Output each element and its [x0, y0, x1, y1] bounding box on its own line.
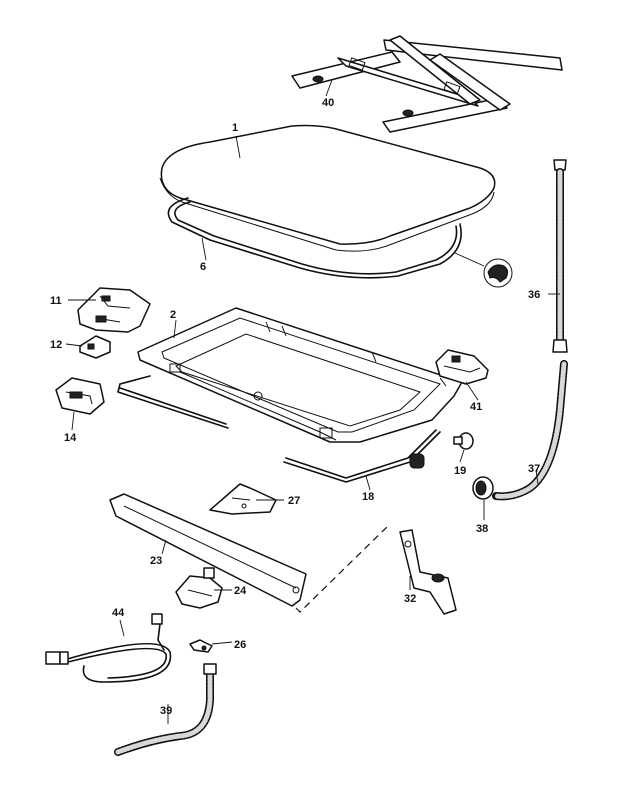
label-part-6: 6: [200, 261, 206, 273]
part-27-plate: [209, 483, 277, 515]
label-part-38: 38: [476, 523, 488, 535]
label-part-39: 39: [160, 705, 172, 717]
label-part-36: 36: [528, 289, 540, 301]
label-part-27: 27: [288, 495, 300, 507]
part-38-grommet: [472, 476, 494, 500]
label-part-18: 18: [362, 491, 374, 503]
part-40-strap-assembly: [291, 35, 563, 133]
part-41-hinge-bracket: [435, 349, 489, 385]
label-part-2: 2: [170, 309, 176, 321]
part-37-drain-hose: [492, 360, 568, 501]
label-part-23: 23: [150, 555, 162, 567]
part-39-hose: [114, 663, 217, 756]
part-23-long-rail: [109, 493, 307, 607]
label-part-11: 11: [50, 295, 62, 307]
label-part-37: 37: [528, 463, 540, 475]
part-1-roof-panel: [159, 124, 496, 252]
part-26-clip: [189, 639, 213, 653]
label-part-24: 24: [234, 585, 247, 597]
label-part-12: 12: [50, 339, 62, 351]
label-part-40: 40: [322, 97, 334, 109]
part-14-latch-block: [55, 377, 105, 415]
label-part-26: 26: [234, 639, 246, 651]
label-part-32: 32: [404, 593, 416, 605]
part-12-clip: [79, 335, 111, 359]
part-6-seal: [167, 197, 462, 279]
label-part-1: 1: [232, 122, 238, 134]
part-2-frame: [137, 307, 463, 443]
label-part-19: 19: [454, 465, 466, 477]
label-part-14: 14: [64, 432, 77, 444]
part-18-guide-rails: [117, 375, 441, 483]
part-11-bracket: [77, 287, 151, 333]
label-part-41: 41: [470, 401, 482, 413]
part-36-drain-tube: [552, 159, 568, 353]
part-32-hinge-arm: [399, 529, 457, 615]
part-24-housing: [175, 567, 223, 609]
leader-lines: [65, 79, 560, 724]
seal-section-detail: [454, 252, 513, 288]
label-part-44: 44: [112, 607, 125, 619]
dashed-connector: [295, 523, 391, 613]
part-44-wiring-harness: [45, 613, 172, 683]
part-19-knob: [453, 432, 474, 450]
callout-labels: 1 40 6 11 2 12 14 36 41 19 18 37 27 38 2…: [50, 97, 540, 717]
